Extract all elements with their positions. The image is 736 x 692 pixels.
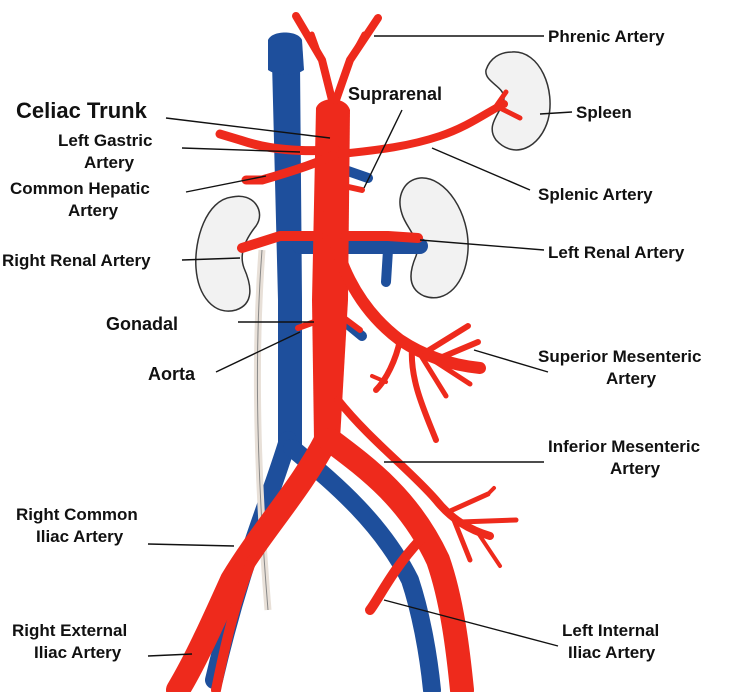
left-kidney — [399, 177, 469, 299]
superior-mesenteric-label-line2: Artery — [606, 369, 657, 388]
gonadal-arteries — [295, 315, 363, 333]
right-external-iliac-label-line1: Right External — [12, 621, 127, 640]
right-common-iliac-label-line2: Iliac Artery — [36, 527, 124, 546]
renal-arteries — [237, 231, 423, 253]
inferior-mesenteric-label-line1: Inferior Mesenteric — [548, 437, 700, 456]
celiac-trunk-label: Celiac Trunk — [16, 98, 148, 123]
inferior-mesenteric-label-line2: Artery — [610, 459, 661, 478]
abdominal-aorta — [166, 99, 474, 692]
suprarenal-label: Suprarenal — [348, 84, 442, 104]
right-common-iliac-label-line1: Right Common — [16, 505, 138, 524]
left-internal-iliac-label-line1: Left Internal — [562, 621, 659, 640]
left-internal-iliac-label-line2: Iliac Artery — [568, 643, 656, 662]
gonadal-label: Gonadal — [106, 314, 178, 334]
superior-mesenteric-label-line1: Superior Mesenteric — [538, 347, 701, 366]
inferior-mesenteric-artery — [334, 396, 519, 568]
left-renal-artery-label: Left Renal Artery — [548, 243, 685, 262]
common-hepatic-label-line2: Artery — [68, 201, 119, 220]
right-renal-artery-label: Right Renal Artery — [2, 251, 151, 270]
leader-lines — [147, 35, 573, 657]
left-gastric-label-line1: Left Gastric — [58, 131, 152, 150]
labels: Phrenic Artery Suprarenal Spleen Celiac … — [2, 27, 701, 662]
splenic-artery-label: Splenic Artery — [538, 185, 653, 204]
right-kidney — [195, 195, 261, 312]
celiac-trunk-branches — [215, 89, 523, 185]
suprarenal-artery — [341, 183, 365, 193]
aorta-label: Aorta — [148, 364, 196, 384]
phrenic-arteries — [292, 12, 382, 104]
right-external-iliac-label-line2: Iliac Artery — [34, 643, 122, 662]
common-hepatic-label-line1: Common Hepatic — [10, 179, 150, 198]
spleen — [485, 51, 551, 151]
phrenic-artery-label: Phrenic Artery — [548, 27, 665, 46]
spleen-label: Spleen — [576, 103, 632, 122]
left-gastric-label-line2: Artery — [84, 153, 135, 172]
superior-mesenteric-artery — [322, 184, 486, 443]
